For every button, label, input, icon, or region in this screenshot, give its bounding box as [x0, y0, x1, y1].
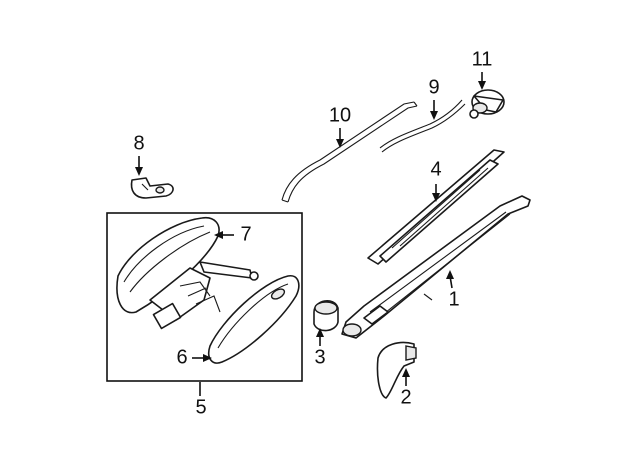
callout-7: 7: [240, 223, 251, 245]
washer-hose-part-10: [281, 101, 418, 203]
callout-4: 4: [430, 158, 441, 180]
rear-cover-part-6: [207, 274, 300, 364]
callout-5: 5: [195, 396, 206, 418]
callout-1: 1: [448, 288, 459, 310]
wiper-arm-part-1: [341, 195, 531, 339]
callout-3: 3: [314, 346, 325, 368]
washer-nozzle-part-11: [469, 89, 505, 119]
bracket-part-8: [130, 177, 174, 199]
callout-10: 10: [329, 104, 351, 126]
callout-2: 2: [400, 386, 411, 408]
callout-11: 11: [472, 48, 493, 70]
leader-lines: [135, 72, 486, 396]
callout-9: 9: [428, 76, 439, 98]
arm-cover-part-2: [376, 341, 417, 399]
motor-body: [149, 261, 259, 330]
wiper-blade-part-4: [367, 149, 505, 265]
callout-6: 6: [176, 346, 187, 368]
arm-cap-part-3: [313, 300, 339, 332]
motor-assembly-box-part-5: [106, 212, 303, 382]
callout-8: 8: [133, 132, 144, 154]
short-hose-part-9: [379, 99, 466, 153]
